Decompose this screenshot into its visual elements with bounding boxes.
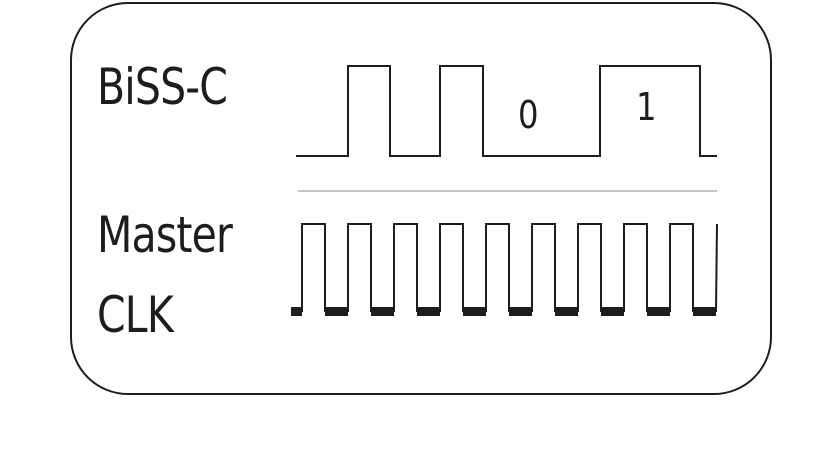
biss-c-waveform — [296, 65, 717, 157]
master-label: Master — [97, 206, 233, 264]
clk-label: CLK — [97, 286, 174, 344]
bit-label-1: 1 — [636, 85, 657, 129]
bit-label-0: 0 — [518, 93, 539, 137]
master-clock-waveform — [291, 223, 718, 316]
diagram-frame — [70, 2, 772, 395]
biss-c-label: BiSS-C — [97, 58, 228, 116]
